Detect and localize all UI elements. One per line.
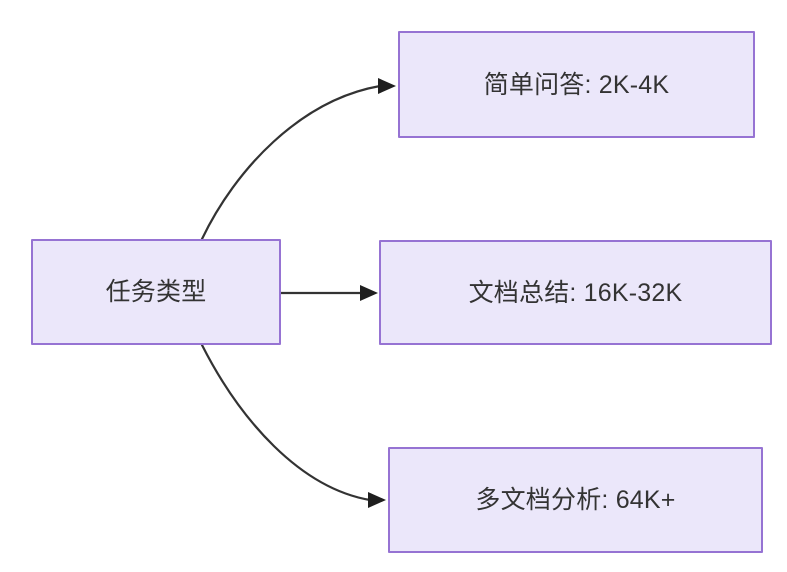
- edge-root-to-qa-path: [200, 84, 382, 241]
- node-doc-summary-label: 文档总结: 16K-32K: [468, 278, 683, 307]
- edge-root-to-sum: [279, 285, 378, 301]
- node-multi-doc-analysis[interactable]: 多文档分析: 64K+: [388, 447, 763, 553]
- node-simple-qa-label: 简单问答: 2K-4K: [483, 70, 670, 99]
- edge-root-to-multi: [200, 343, 386, 508]
- node-doc-summary[interactable]: 文档总结: 16K-32K: [379, 240, 772, 345]
- edge-root-to-multi-path: [200, 343, 372, 502]
- arrowhead-icon-qa: [378, 78, 396, 94]
- node-simple-qa[interactable]: 简单问答: 2K-4K: [398, 31, 755, 138]
- node-multi-doc-analysis-label: 多文档分析: 64K+: [475, 486, 676, 514]
- arrowhead-icon-multi: [368, 492, 386, 508]
- arrowhead-icon-sum: [360, 285, 378, 301]
- node-task-type[interactable]: 任务类型: [31, 239, 281, 345]
- edge-root-to-qa: [200, 78, 396, 241]
- node-task-type-label: 任务类型: [105, 278, 207, 306]
